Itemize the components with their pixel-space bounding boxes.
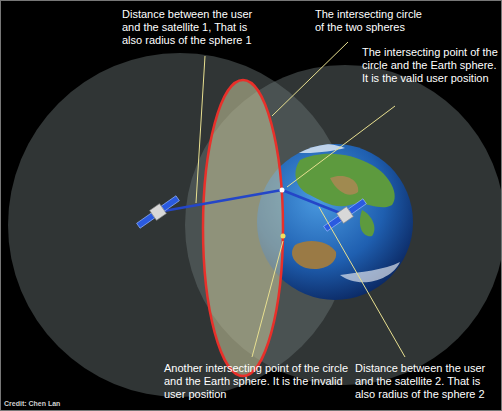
leader-lines: [196, 42, 405, 357]
leader-line: [319, 207, 405, 357]
intersecting-circle: [203, 80, 283, 376]
earth-land: [295, 154, 394, 208]
leader-line: [287, 106, 395, 187]
earth-cloud: [280, 143, 345, 153]
callout-label: Distance between the user and the satell…: [355, 362, 498, 401]
callout-label: The intersecting circle of the two spher…: [315, 8, 427, 34]
leader-line: [272, 42, 348, 116]
solar-panel: [348, 199, 366, 214]
callout-label-box: Distance between the user and the satell…: [355, 362, 498, 401]
callout-label-box: Another intersecting point of the circle…: [164, 362, 352, 401]
callout-label-box: Credit: Chen Lan: [4, 399, 94, 408]
leader-line: [252, 241, 283, 357]
earth-australia: [292, 241, 336, 269]
solar-panel: [161, 196, 179, 211]
callout-label: Another intersecting point of the circle…: [164, 362, 352, 401]
range-line-2: [282, 190, 345, 215]
satellite-body: [150, 204, 167, 221]
satellite-1: [135, 193, 181, 230]
leader-line: [196, 56, 205, 203]
earth-land: [360, 210, 374, 236]
solar-panel: [137, 213, 155, 228]
earth-desert: [330, 176, 358, 195]
callout-label: Distance between the user and the satell…: [122, 8, 264, 47]
callout-label-box: The intersecting point of the circle and…: [362, 46, 498, 85]
callout-label-box: The intersecting circle of the two spher…: [315, 8, 427, 34]
earth-cloud: [340, 262, 400, 282]
range-line-1: [158, 190, 282, 212]
callout-label: The intersecting point of the circle and…: [362, 46, 498, 85]
callout-label-box: Distance between the user and the satell…: [122, 8, 264, 47]
credit-note: Credit: Chen Lan: [4, 399, 94, 408]
invalid-point: [281, 234, 286, 239]
satellite-body: [337, 207, 354, 224]
solar-panel: [324, 216, 342, 231]
valid-point: [280, 188, 285, 193]
sphere-2: [185, 65, 502, 385]
satellite-2: [322, 196, 368, 233]
